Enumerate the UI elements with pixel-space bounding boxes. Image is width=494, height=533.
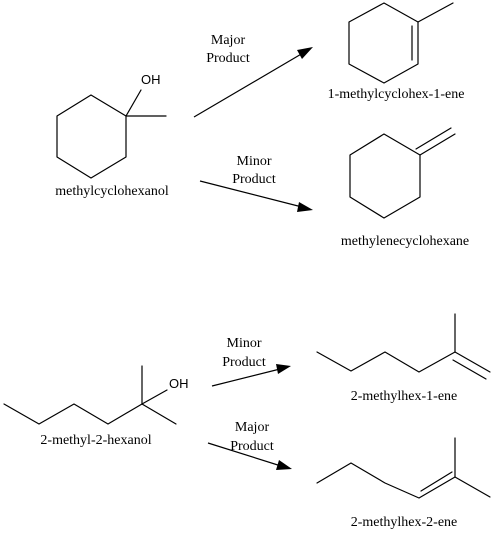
minor-label-1-line1: Minor (237, 154, 272, 169)
2-methylhex-2-ene-structure (316, 437, 491, 499)
carbon-chain (3, 403, 143, 425)
major-label-2-line1: Major (235, 420, 270, 435)
carbon-chain (316, 462, 456, 499)
carbon-chain (316, 351, 456, 373)
terminal-double-bond-b (452, 359, 487, 380)
major-arrow-1 (193, 47, 313, 118)
methyl-bond-right (454, 476, 491, 498)
methyl-bond (417, 2, 454, 23)
exocyclic-double-bond-b (415, 127, 452, 150)
internal-double-bond (420, 471, 453, 492)
minor-arrow-2 (211, 364, 291, 387)
methylenecyclohexane-structure (349, 127, 456, 219)
hydroxyl-bond (141, 389, 168, 405)
cyclohexene-ring (348, 2, 419, 84)
reactant1-name: methylcyclohexanol (55, 184, 169, 199)
minor-label-2-line1: Minor (227, 336, 262, 351)
major-label-2-line2: Product (230, 439, 274, 454)
minor-label-2-line2: Product (222, 355, 266, 370)
hydroxyl-bond (125, 89, 142, 117)
exocyclic-double-bond-a (419, 133, 456, 156)
reactant2-name: 2-methyl-2-hexanol (40, 433, 151, 448)
oh-label-1: OH (141, 72, 161, 87)
major-product-2-name: 2-methylhex-2-ene (351, 515, 458, 530)
oh-label-2: OH (169, 376, 189, 391)
major-arrow-2 (207, 442, 292, 470)
cyclohexane-ring (349, 133, 421, 219)
terminal-double-bond-a (454, 351, 491, 373)
major-product-1-name: 1-methylcyclohex-1-ene (328, 87, 465, 102)
1-methylcyclohexene-structure (348, 2, 454, 84)
2-methyl-2-hexanol-structure (3, 365, 177, 425)
major-label-1-line2: Product (206, 51, 250, 66)
methylcyclohexanol-structure (56, 89, 167, 179)
minor-arrow-1 (199, 180, 313, 212)
cyclohexane-ring (56, 94, 127, 179)
minor-product-1-name: methylenecyclohexane (341, 234, 469, 249)
major-label-1-line1: Major (211, 33, 246, 48)
minor-product-2-name: 2-methylhex-1-ene (351, 389, 458, 404)
minor-label-1-line2: Product (232, 172, 276, 187)
2-methylhex-1-ene-structure (316, 313, 491, 380)
methyl-bond-right (141, 403, 177, 425)
